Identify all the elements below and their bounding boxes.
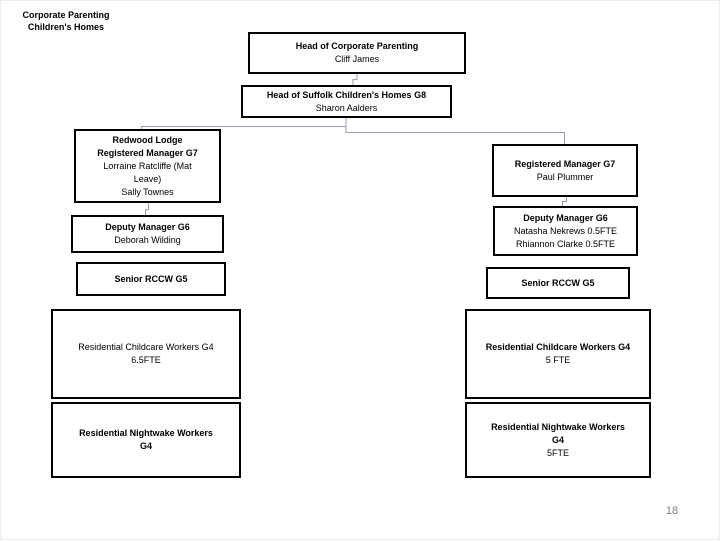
org-box-head-of-suffolk-childrens-homes: Head of Suffolk Children's Homes G8 Shar… [241, 85, 452, 118]
role-title: Head of Suffolk Children's Homes G8 [266, 89, 427, 100]
role-title: Residential Nightwake Workers [79, 428, 213, 438]
org-box-senior-rccw-left: Senior RCCW G5 [76, 262, 226, 296]
deck-title: Corporate Parenting Children's Homes [7, 9, 125, 33]
role-grade: G4 [139, 441, 152, 451]
person-name: Sharon Aalders [315, 102, 378, 113]
person-name: Natasha Nekrews 0.5FTE [513, 225, 618, 236]
fte-count: 5FTE [546, 447, 569, 458]
org-box-residential-nightwake-workers-right: Residential Nightwake Workers G4 5FTE [465, 402, 651, 478]
role-title: Senior RCCW G5 [521, 277, 595, 288]
site-name: Redwood Lodge [112, 134, 183, 145]
person-name: Lorraine Ratcliffe (Mat [103, 160, 192, 171]
fte-count: 6.5FTE [131, 355, 161, 365]
org-box-deputy-manager-left: Deputy Manager G6 Deborah Wilding [71, 215, 224, 253]
connector-suffolk-to-registered-manager [345, 126, 565, 144]
org-box-registered-manager-right: Registered Manager G7 Paul Plummer [492, 144, 638, 197]
org-box-residential-childcare-workers-right: Residential Childcare Workers G4 5 FTE [465, 309, 651, 399]
connector-head-to-suffolk [352, 74, 358, 85]
deck-title-line2: Children's Homes [27, 22, 105, 32]
person-name: Deborah Wilding [114, 235, 181, 245]
person-name: Cliff James [334, 54, 380, 64]
page-number: 18 [665, 505, 679, 517]
person-name: Rhiannon Clarke 0.5FTE [515, 238, 616, 249]
fte-count: 5 FTE [545, 355, 571, 365]
role-title: Senior RCCW G5 [114, 273, 188, 284]
org-box-residential-childcare-workers-left: Residential Childcare Workers G4 6.5FTE [51, 309, 241, 399]
connector-registered-to-deputy [562, 197, 567, 206]
connector-redwood-to-deputy [145, 203, 149, 215]
role-title: Residential Nightwake Workers [491, 421, 625, 432]
org-box-senior-rccw-right: Senior RCCW G5 [486, 267, 630, 299]
role-grade: G4 [551, 434, 564, 445]
org-box-deputy-manager-right: Deputy Manager G6 Natasha Nekrews 0.5FTE… [493, 206, 638, 256]
person-name-continued: Leave) [133, 173, 162, 184]
org-box-redwood-lodge-registered-manager: Redwood Lodge Registered Manager G7 Lorr… [74, 129, 221, 203]
org-box-head-of-corporate-parenting: Head of Corporate Parenting Cliff James [248, 32, 466, 74]
role-title: Residential Childcare Workers G4 [485, 342, 631, 352]
role-title: Registered Manager G7 [514, 158, 616, 169]
role-title: Residential Childcare Workers G4 [78, 342, 214, 352]
org-box-residential-nightwake-workers-left: Residential Nightwake Workers G4 [51, 402, 241, 478]
role-title: Registered Manager G7 [97, 147, 198, 158]
person-name: Sally Townes [121, 186, 174, 197]
person-name: Paul Plummer [536, 171, 594, 182]
role-title: Deputy Manager G6 [105, 222, 190, 232]
connector-suffolk-to-redwood [141, 118, 347, 129]
deck-title-line1: Corporate Parenting [22, 10, 110, 20]
role-title: Head of Corporate Parenting [295, 41, 419, 51]
role-title: Deputy Manager G6 [523, 212, 608, 223]
